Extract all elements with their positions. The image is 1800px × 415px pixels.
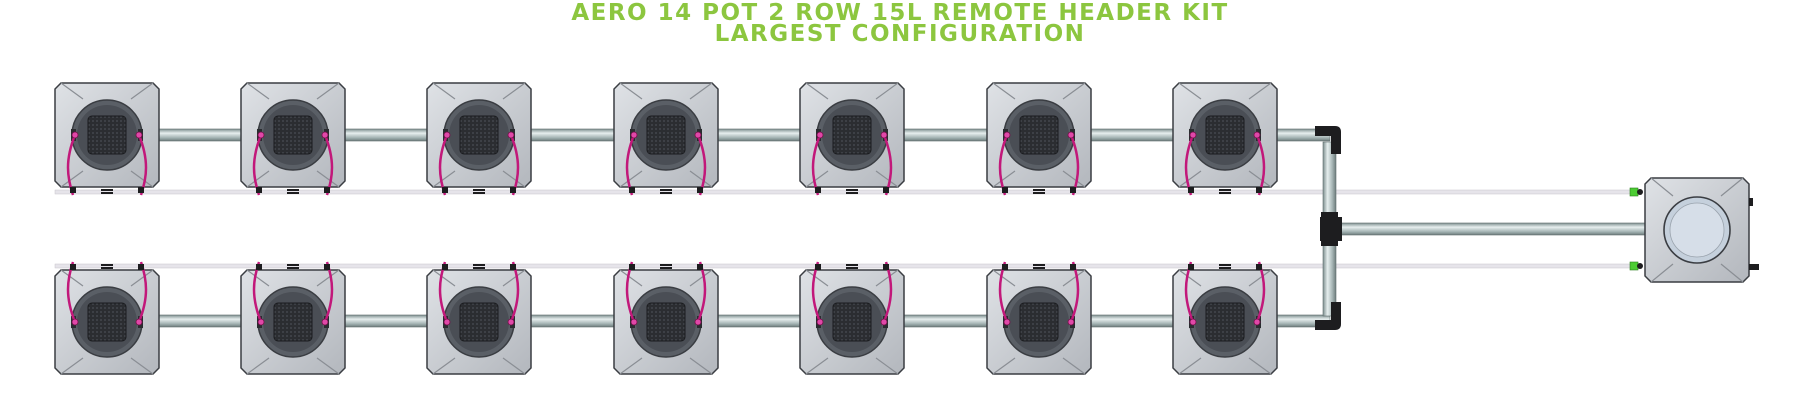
bottom-row-pot-1 bbox=[54, 261, 160, 375]
remote-header-tank bbox=[1644, 177, 1759, 283]
diagram-title-line-1: AERO 14 POT 2 ROW 15L REMOTE HEADER KIT bbox=[571, 0, 1229, 26]
top-row-pot-2 bbox=[240, 82, 346, 196]
header-return-pipe bbox=[1335, 222, 1647, 236]
bottom-row-pot-2 bbox=[240, 261, 346, 375]
top-row-pot-6 bbox=[986, 82, 1092, 196]
top-row-pot-1 bbox=[54, 82, 160, 196]
bottom-row-pot-6 bbox=[986, 261, 1092, 375]
bottom-row-pot-3 bbox=[426, 261, 532, 375]
diagram-title-line-2: LARGEST CONFIGURATION bbox=[714, 21, 1086, 47]
top-elbow-fitting bbox=[1315, 126, 1341, 154]
bottom-row-pot-7 bbox=[1172, 261, 1278, 375]
top-row-pot-5 bbox=[799, 82, 905, 196]
bottom-row-pot-4 bbox=[613, 261, 719, 375]
top-row-pot-7 bbox=[1172, 82, 1278, 196]
bottom-elbow-fitting bbox=[1315, 302, 1341, 330]
bottom-row-pot-5 bbox=[799, 261, 905, 375]
bottom-valve bbox=[1629, 261, 1643, 271]
tee-fitting bbox=[1320, 217, 1342, 241]
top-row-pot-4 bbox=[613, 82, 719, 196]
top-valve bbox=[1629, 187, 1643, 197]
top-row-pot-3 bbox=[426, 82, 532, 196]
